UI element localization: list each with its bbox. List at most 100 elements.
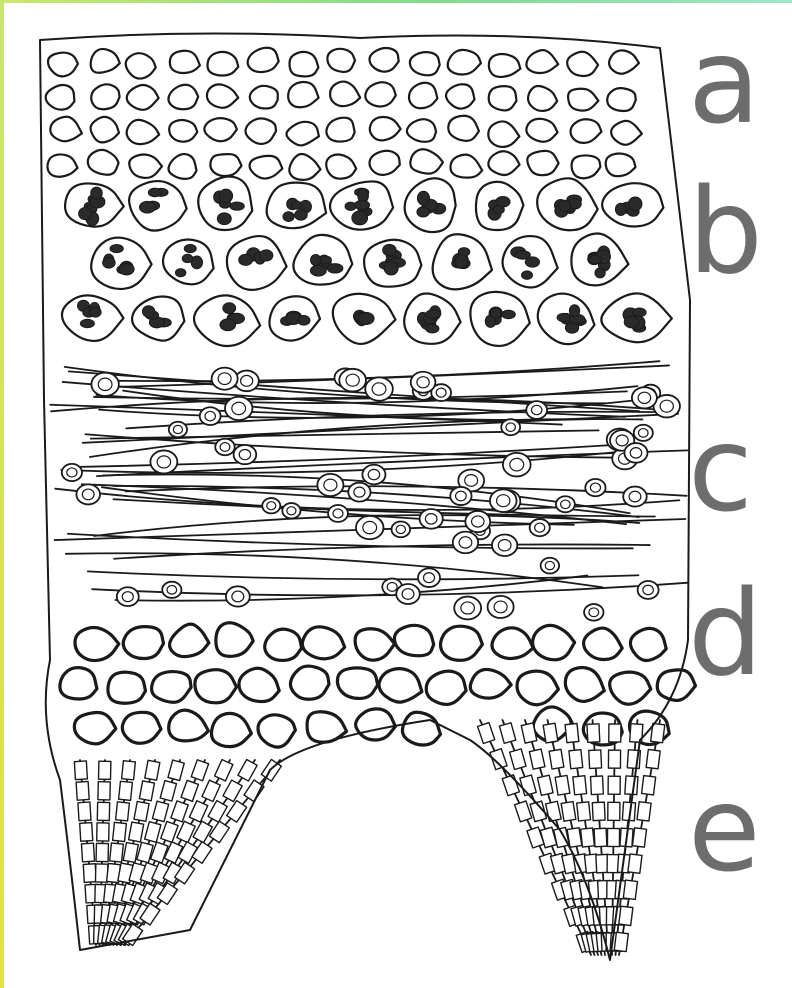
chloroplast-granule: [355, 200, 370, 209]
rhizine-cell: [646, 750, 660, 769]
chloroplast-granule: [103, 257, 116, 268]
rhizine-cell: [577, 802, 591, 821]
rhizine-cell: [160, 781, 176, 802]
rhizine-cell: [189, 801, 207, 822]
rhizine-cell: [171, 801, 188, 822]
medulla-cell: [162, 582, 181, 598]
medulla-cell: [530, 519, 550, 536]
medulla-cell: [282, 503, 300, 518]
cortex-cell: [609, 50, 639, 73]
cortex-cell: [410, 52, 440, 75]
cortex-cell: [327, 49, 355, 72]
lower-cortex-cell: [610, 672, 651, 704]
medulla-cell: [348, 483, 370, 502]
cortex-cell: [607, 88, 636, 111]
rhizine-cell: [215, 760, 233, 781]
medulla-cell: [503, 453, 531, 477]
rhizine-cell: [591, 776, 604, 795]
rhizine-cell: [619, 906, 633, 925]
rhizine-cell: [625, 776, 638, 795]
cortex-cell: [46, 85, 75, 110]
cortex-cell: [170, 51, 200, 73]
rhizine-cell: [161, 821, 178, 842]
chloroplast-granule: [295, 210, 308, 220]
rhizine-cell: [223, 780, 242, 802]
lower-cortex-cell: [426, 671, 466, 704]
cortex-cell: [450, 155, 482, 178]
medulla-cell: [450, 487, 471, 505]
rhizine-cell: [642, 776, 656, 795]
layer-c-medulla-hyphae: [50, 361, 688, 620]
chloroplast-granule: [559, 200, 571, 211]
rhizine-cell: [573, 776, 587, 795]
rhizine-cell: [145, 760, 160, 780]
rhizine-cell: [587, 724, 600, 743]
lower-cortex-cell: [258, 715, 295, 747]
cortex-cell: [572, 155, 601, 178]
medulla-cell: [396, 584, 420, 604]
cortex-cell: [289, 154, 320, 180]
rhizine-cell: [123, 843, 138, 863]
rhizine-cell: [98, 782, 110, 800]
chloroplast-granule: [327, 264, 343, 273]
lower-cortex-cell: [584, 628, 623, 659]
cortex-cell: [567, 52, 598, 76]
rhizine-cell: [499, 723, 515, 744]
cortex-cell: [91, 84, 119, 109]
medulla-cell: [492, 534, 517, 556]
medulla-cell: [541, 558, 560, 574]
hypha-strand: [50, 405, 562, 425]
cortex-cell: [526, 119, 557, 142]
cortex-cell: [370, 117, 401, 140]
medulla-cell: [215, 439, 234, 456]
chloroplast-granule: [615, 203, 626, 215]
layer-a-cortex-cells: [46, 48, 642, 180]
lower-cortex-cell: [74, 713, 116, 744]
chloroplast-granule: [79, 208, 92, 220]
rhizine-cell: [529, 749, 545, 769]
rhizine-cell: [502, 775, 519, 796]
cortex-cell: [127, 85, 159, 110]
medulla-cell: [91, 373, 118, 396]
lower-cortex-cell: [239, 668, 279, 701]
cortex-cell: [127, 120, 160, 144]
medulla-cell: [226, 586, 250, 606]
cortex-cell: [448, 116, 479, 141]
rhizine-cell: [594, 828, 607, 847]
rhizine-cell: [168, 760, 184, 781]
lower-cortex-cell: [211, 713, 251, 746]
chloroplast-granule: [239, 254, 253, 265]
chloroplast-granule: [595, 268, 605, 278]
medulla-cell: [212, 368, 238, 390]
cortex-cell: [330, 82, 360, 107]
cortex-cell: [365, 82, 395, 106]
chloroplast-granule: [502, 310, 516, 319]
rhizine-cell: [632, 828, 646, 847]
cortex-cell: [288, 82, 319, 107]
chloroplast-granule: [311, 254, 321, 265]
medulla-cell: [585, 479, 605, 496]
lower-cortex-cell: [216, 623, 253, 657]
layer-label-d: d: [688, 574, 763, 692]
rhizine-cell: [607, 828, 619, 846]
medulla-cell: [317, 474, 343, 496]
medulla-cell: [501, 419, 520, 435]
rhizine-cell: [177, 821, 195, 842]
rhizine-cell: [569, 750, 583, 769]
chloroplast-granule: [525, 257, 539, 267]
hypha-strand: [51, 398, 675, 412]
cortex-cell: [207, 52, 238, 76]
cortex-cell: [289, 52, 318, 77]
cortex-cell: [528, 86, 557, 111]
rhizine-cell: [134, 801, 149, 821]
rhizine-cell: [510, 749, 526, 770]
cortex-cell: [369, 48, 398, 72]
chloroplast-granule: [148, 188, 161, 197]
chloroplast-granule: [139, 201, 155, 213]
chloroplast-granule: [426, 324, 439, 333]
cortex-cell: [370, 151, 400, 175]
lower-cortex-cell: [440, 626, 482, 660]
chloroplast-granule: [522, 271, 533, 280]
lower-cortex-cell: [565, 667, 604, 701]
lower-cortex-cell: [60, 668, 97, 699]
